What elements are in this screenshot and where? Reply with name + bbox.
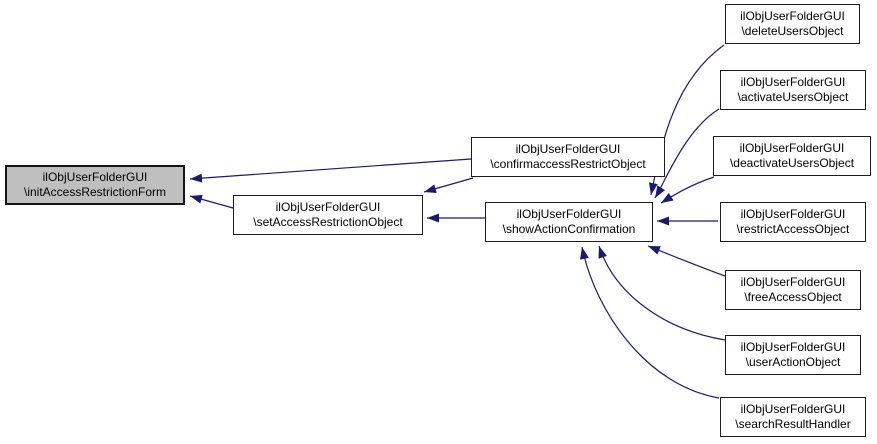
edge-setAccessRestrictionObject-initAccessRestrictionForm [189, 194, 234, 209]
node-label-line2: \restrictAccessObject [736, 222, 850, 236]
node-label-line2: \searchResultHandler [735, 417, 851, 431]
node-initAccessRestrictionForm[interactable]: ilObjUserFolderGUI \initAccessRestrictio… [5, 165, 185, 205]
node-restrictAccessObject[interactable]: ilObjUserFolderGUI \restrictAccessObject [720, 202, 866, 242]
node-label-line2: \setAccessRestrictionObject [253, 215, 403, 229]
node-label-line1: ilObjUserFolderGUI [740, 9, 845, 23]
node-label-line1: ilObjUserFolderGUI [516, 207, 622, 221]
node-label-line1: ilObjUserFolderGUI [740, 75, 846, 89]
node-searchResultHandler[interactable]: ilObjUserFolderGUI \searchResultHandler [720, 397, 866, 437]
node-label-line2: \deactivateUsersObject [729, 156, 855, 170]
node-label-line1: ilObjUserFolderGUI [740, 207, 846, 221]
node-confirmaccessRestrictObject[interactable]: ilObjUserFolderGUI \confirmaccessRestric… [471, 137, 665, 177]
node-label-line1: ilObjUserFolderGUI [740, 340, 846, 354]
node-userActionObject[interactable]: ilObjUserFolderGUI \userActionObject [725, 335, 861, 375]
node-setAccessRestrictionObject[interactable]: ilObjUserFolderGUI \setAccessRestriction… [233, 195, 423, 235]
node-label-line1: ilObjUserFolderGUI [275, 200, 381, 214]
edge-searchResultHandler-showActionConfirmation [580, 246, 720, 399]
node-activateUsersObject[interactable]: ilObjUserFolderGUI \activateUsersObject [720, 70, 866, 110]
node-label-line1: ilObjUserFolderGUI [739, 141, 845, 155]
edge-activateUsersObject-showActionConfirmation [654, 108, 720, 199]
node-label-line2: \userActionObject [745, 355, 841, 369]
node-freeAccessObject[interactable]: ilObjUserFolderGUI \freeAccessObject [725, 270, 861, 310]
node-showActionConfirmation[interactable]: ilObjUserFolderGUI \showActionConfirmati… [485, 202, 653, 242]
node-label-line2: \deleteUsersObject [741, 24, 844, 38]
edge-confirmaccessRestrictObject-initAccessRestrictionForm [189, 158, 472, 183]
edge-userActionObject-showActionConfirmation [598, 245, 726, 341]
node-label-line1: ilObjUserFolderGUI [515, 142, 621, 156]
node-deleteUsersObject[interactable]: ilObjUserFolderGUI \deleteUsersObject [725, 4, 860, 44]
edge-deactivateUsersObject-showActionConfirmation [660, 176, 715, 204]
node-label-line1: ilObjUserFolderGUI [740, 275, 846, 289]
edge-confirmaccessRestrictObject-setAccessRestrictionObject [423, 177, 474, 194]
node-label-line1: ilObjUserFolderGUI [740, 402, 846, 416]
node-label-line2: \confirmaccessRestrictObject [490, 157, 646, 171]
node-label-line2: \initAccessRestrictionForm [23, 185, 167, 199]
node-label-line2: \activateUsersObject [737, 90, 849, 104]
node-label-line1: ilObjUserFolderGUI [42, 170, 148, 184]
node-label-line2: \freeAccessObject [744, 290, 842, 304]
node-deactivateUsersObject[interactable]: ilObjUserFolderGUI \deactivateUsersObjec… [713, 136, 871, 176]
edge-freeAccessObject-showActionConfirmation [647, 245, 726, 277]
node-label-line2: \showActionConfirmation [502, 222, 636, 236]
